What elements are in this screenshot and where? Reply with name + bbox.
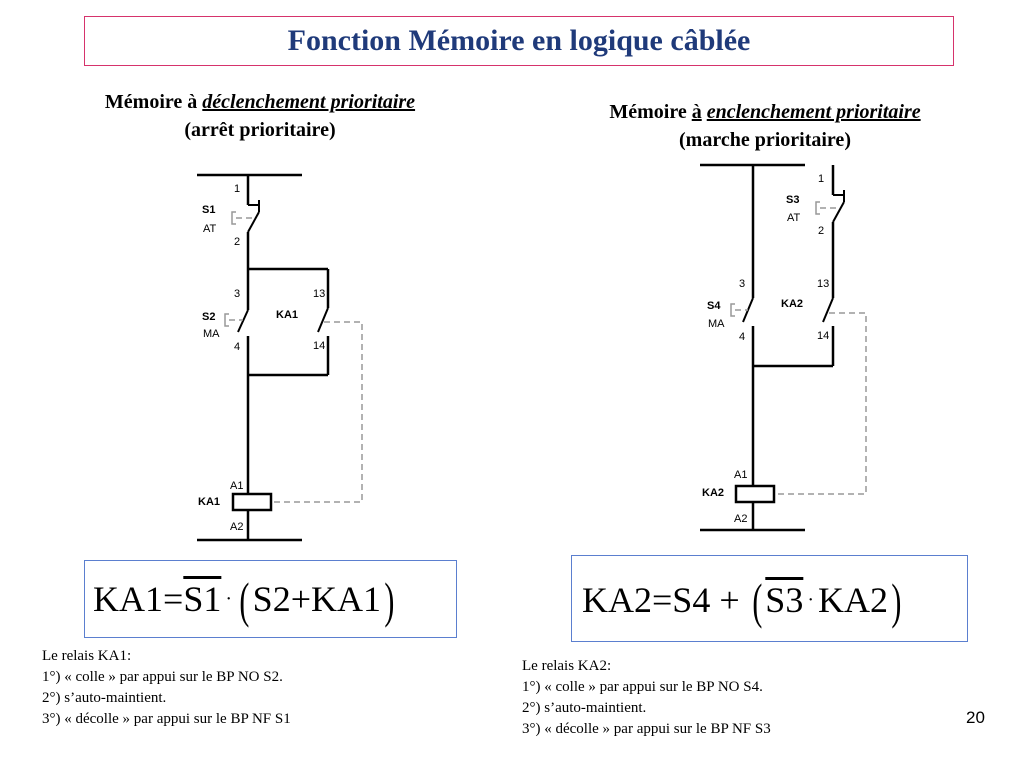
svg-text:A2: A2	[734, 513, 747, 525]
svg-text:AT: AT	[203, 223, 217, 235]
left-note-line: Le relais KA1:	[42, 648, 132, 664]
ka1-coil	[231, 492, 273, 512]
right-eq-dot: ·	[807, 589, 814, 611]
s2-contact	[237, 309, 249, 333]
s3-contact	[832, 201, 845, 223]
right-heading: Mémoire à enclenchement prioritaire (mar…	[530, 98, 1000, 154]
svg-text:KA2: KA2	[781, 298, 803, 310]
right-heading-prefix: Mémoire	[609, 101, 692, 123]
ka2-contact	[822, 297, 834, 323]
right-dashed-link	[730, 201, 867, 495]
ka2-coil	[734, 484, 776, 504]
svg-text:2: 2	[818, 225, 824, 237]
left-eq-neg: S1	[183, 579, 222, 619]
svg-text:MA: MA	[203, 328, 220, 340]
right-equation: KA2=S4 + (S3·KA2)	[582, 572, 905, 630]
right-notes: Le relais KA2: 1°) « colle » par appui s…	[522, 656, 771, 740]
svg-text:KA2: KA2	[702, 487, 724, 499]
right-note-line: 2°) s’auto-maintient.	[522, 700, 647, 716]
left-notes: Le relais KA1: 1°) « colle » par appui s…	[42, 646, 291, 730]
right-note-line: 1°) « colle » par appui sur le BP NO S4.	[522, 679, 763, 695]
svg-text:AT: AT	[787, 212, 801, 224]
right-heading-emph: enclenchement prioritaire	[706, 101, 921, 123]
left-heading-emph: déclenchement prioritaire	[202, 91, 416, 113]
left-subheading: (arrêt prioritaire)	[184, 119, 336, 141]
right-circuit	[700, 163, 845, 532]
svg-text:A1: A1	[230, 480, 243, 492]
svg-text:13: 13	[313, 288, 325, 300]
svg-text:S1: S1	[202, 204, 215, 216]
left-eq-open-paren: (	[239, 572, 250, 628]
svg-text:14: 14	[817, 330, 829, 342]
svg-text:A1: A1	[734, 469, 747, 481]
right-eq-lhs: KA2=S4	[582, 580, 711, 620]
left-note-line: 3°) « décolle » par appui sur le BP NF S…	[42, 711, 291, 727]
svg-text:MA: MA	[708, 318, 725, 330]
left-equation: KA1=S1· (S2+KA1)	[93, 571, 398, 629]
left-eq-b: KA1	[311, 579, 382, 619]
left-eq-a: S2	[252, 579, 291, 619]
slide-title: Fonction Mémoire en logique câblée	[287, 24, 751, 57]
svg-text:4: 4	[739, 331, 745, 343]
left-note-line: 2°) s’auto-maintient.	[42, 690, 167, 706]
left-eq-lhs: KA1=	[93, 579, 184, 619]
left-equation-box: KA1=S1· (S2+KA1)	[84, 560, 457, 638]
right-eq-op: +	[719, 580, 740, 620]
right-equation-box: KA2=S4 + (S3·KA2)	[571, 555, 968, 642]
s1-contact	[247, 211, 260, 233]
svg-text:2: 2	[234, 236, 240, 248]
svg-text:A2: A2	[230, 521, 243, 533]
left-eq-dot: ·	[225, 588, 233, 610]
svg-text:3: 3	[739, 278, 745, 290]
left-circuit	[197, 173, 330, 542]
right-heading-a: à	[691, 101, 702, 123]
svg-text:KA1: KA1	[198, 496, 220, 508]
svg-text:14: 14	[313, 340, 325, 352]
svg-text:S4: S4	[707, 300, 721, 312]
right-eq-close-paren: )	[891, 573, 902, 629]
svg-text:4: 4	[234, 341, 240, 353]
title-box: Fonction Mémoire en logique câblée	[84, 16, 954, 66]
svg-text:13: 13	[817, 278, 829, 290]
right-eq-open-paren: (	[751, 573, 762, 629]
ka1-contact	[317, 307, 329, 333]
right-labels: 1 S3 AT 2 3 S4 MA 4 13 KA2 14 A1 KA2 A2	[702, 173, 829, 525]
left-note-line: 1°) « colle » par appui sur le BP NO S2.	[42, 669, 283, 685]
left-eq-close-paren: )	[384, 572, 395, 628]
svg-text:1: 1	[818, 173, 824, 185]
right-subheading: (marche prioritaire)	[679, 129, 851, 151]
right-note-line: Le relais KA2:	[522, 658, 612, 674]
left-dashed-link	[224, 211, 363, 503]
svg-text:S3: S3	[786, 194, 799, 206]
svg-text:3: 3	[234, 288, 240, 300]
left-eq-op: +	[290, 579, 312, 619]
page-number: 20	[966, 708, 985, 727]
right-eq-neg: S3	[765, 580, 804, 620]
svg-text:KA1: KA1	[276, 309, 298, 321]
right-eq-b: KA2	[818, 580, 888, 620]
right-note-line: 3°) « décolle » par appui sur le BP NF S…	[522, 721, 771, 737]
svg-text:1: 1	[234, 183, 240, 195]
left-heading: Mémoire à déclenchement prioritaire (arr…	[40, 88, 480, 144]
left-labels: 1 S1 AT 2 3 S2 MA 4 13 KA1 14 A1 KA1 A2	[198, 183, 325, 533]
left-heading-prefix: Mémoire à	[104, 91, 203, 113]
svg-text:S2: S2	[202, 311, 215, 323]
